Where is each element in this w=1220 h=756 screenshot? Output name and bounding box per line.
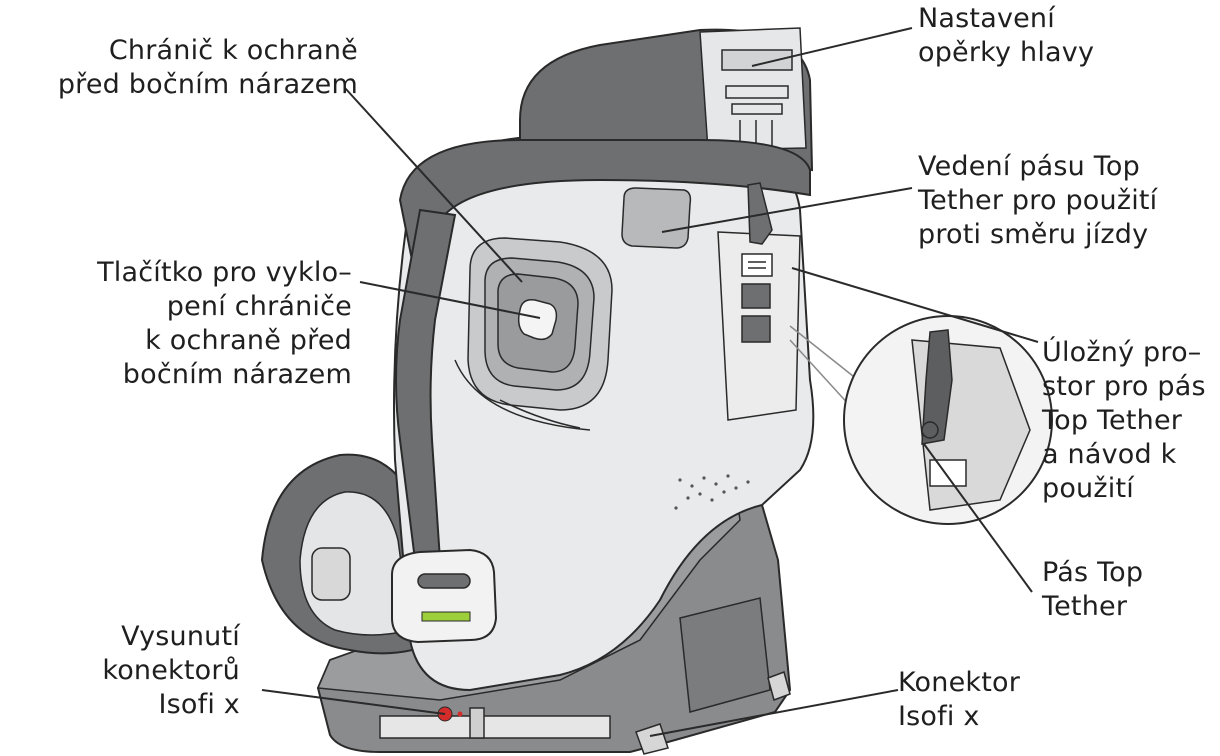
isofix-connector [635, 723, 669, 755]
bolster-button [311, 547, 351, 601]
label-line: pení chrániče [166, 291, 352, 322]
label-line: Isofi x [898, 701, 980, 732]
label-tether-strap: Pás Top Tether [1042, 556, 1143, 624]
shell-contour [454, 359, 591, 431]
buckle-release [417, 573, 471, 589]
magnifier-connector-top [789, 325, 859, 381]
leader-tether-storage [791, 267, 1039, 343]
label-line: Vedení pásu Top [918, 151, 1140, 182]
leader-lines [261, 27, 1039, 737]
label-line: Top Tether [1042, 405, 1183, 436]
leader-side-protector [344, 87, 523, 283]
label-connector-release: Vysunutí konektorů Isofi x [102, 620, 240, 722]
label-line: a návod k [1042, 439, 1177, 470]
label-line: stor pro pás [1042, 371, 1206, 402]
label-line: Pás Top [1042, 557, 1144, 588]
detail-compartment [929, 459, 967, 487]
leader-protector-button [359, 281, 541, 319]
label-line: opěrky hlavy [918, 37, 1095, 68]
label-tether-storage: Úložný pro– stor pro pás Top Tether a ná… [1042, 336, 1206, 506]
label-line: Chránič k ochraně [108, 35, 358, 66]
leader-headrest-adjust [751, 27, 913, 67]
label-line: použití [1042, 473, 1134, 504]
label-side-protector: Chránič k ochraně před bočním nárazem [58, 34, 358, 102]
isofix-connector-right [767, 671, 791, 701]
label-line: k ochraně před [145, 325, 352, 356]
shell-crease [499, 399, 581, 429]
headrest-mechanism [725, 85, 789, 146]
label-tether-guide: Vedení pásu Top Tether pro použití proti… [918, 150, 1157, 252]
shell-texture [674, 474, 750, 510]
isofix-indicator-dot [457, 711, 463, 717]
label-line: konektorů [102, 655, 240, 686]
label-connector: Konektor Isofi x [898, 666, 1020, 734]
label-line: Konektor [898, 667, 1021, 698]
label-line: Nastavení [918, 3, 1055, 34]
headrest-adjuster-housing [699, 27, 807, 151]
label-line: Isofi x [158, 689, 240, 720]
label-line: proti směru jízdy [918, 219, 1149, 250]
detail-strap [921, 329, 953, 445]
label-line: před bočním nárazem [57, 69, 358, 100]
label-line: Tether pro použití [918, 185, 1158, 216]
top-tether-guide [621, 187, 692, 249]
label-line: Tether [1042, 591, 1128, 622]
label-headrest-adjust: Nastavení opěrky hlavy [918, 2, 1094, 70]
label-line: Úložný pro– [1042, 337, 1202, 368]
leader-tether-strap [923, 443, 1033, 593]
leader-connector [649, 689, 899, 737]
isofix-release-slot [379, 715, 611, 739]
instruction-icons [741, 253, 773, 343]
leader-tether-guide [661, 187, 913, 233]
buckle-indicator-green [421, 611, 471, 622]
tether-strap-on-seat [747, 182, 773, 245]
label-line: bočním nárazem [122, 359, 352, 390]
headrest-adjuster-handle [721, 49, 793, 71]
label-line: Tlačítko pro vyklo– [97, 257, 352, 288]
detail-strap-end [921, 421, 939, 439]
base-panel [679, 597, 771, 713]
buckle-clip [391, 548, 498, 644]
isofix-release-handle [469, 707, 485, 739]
protector-button [517, 298, 558, 341]
leader-connector-release [261, 689, 446, 715]
label-line: Vysunutí [121, 621, 240, 652]
label-protector-button: Tlačítko pro vyklo– pení chrániče k ochr… [97, 256, 352, 392]
